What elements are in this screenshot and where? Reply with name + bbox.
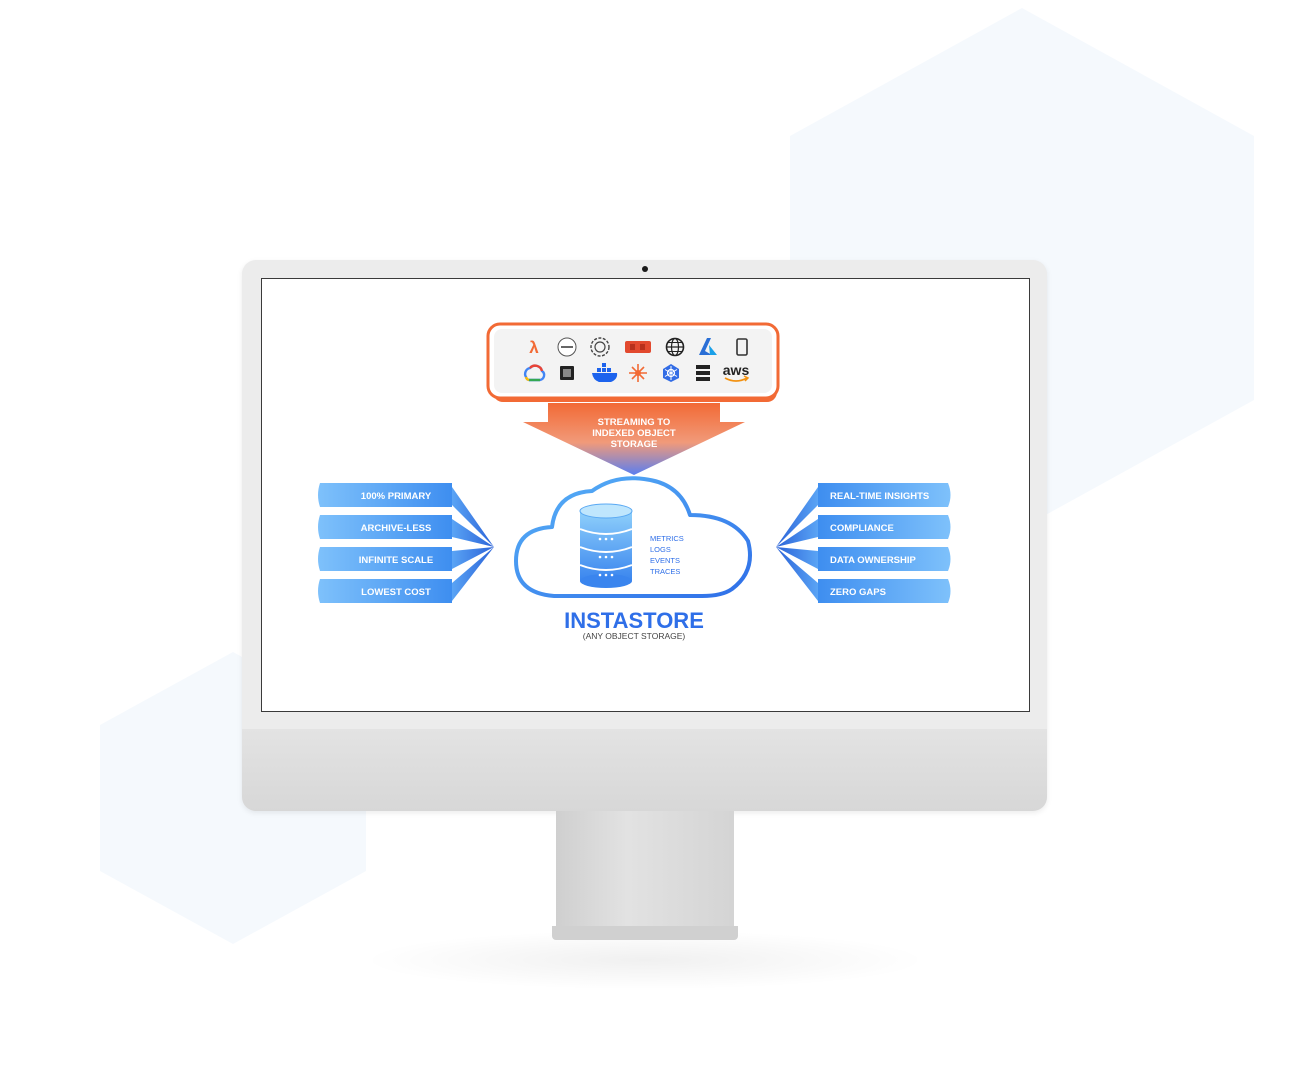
spark-icon [629,364,647,382]
arrow-label-line2: INDEXED OBJECT [592,428,676,439]
aws-label: aws [723,362,750,378]
feature-banner-right: ZERO GAPS [818,579,951,603]
streaming-arrow: STREAMING TO INDEXED OBJECT STORAGE [523,403,745,475]
data-type-label: LOGS [650,545,671,554]
data-types-list: METRICS LOGS EVENTS TRACES [650,534,684,576]
feature-banner-right: REAL-TIME INSIGHTS [818,483,951,507]
arrow-label-line1: STREAMING TO [598,417,671,428]
globe-icon [665,337,685,357]
gcp-icon [523,364,546,382]
feature-label: REAL-TIME INSIGHTS [830,491,929,502]
feature-label: COMPLIANCE [830,523,894,534]
kubernetes-icon [663,364,679,382]
monitor-stand-base [552,926,738,940]
chip-icon [560,366,574,380]
lambda-icon: λ [529,338,539,357]
api-icon [590,337,610,357]
docker-icon [592,363,618,382]
arrow-label-line3: STORAGE [611,439,658,450]
svg-text:λ: λ [529,338,539,357]
vmware-icon [557,337,577,357]
cloud-icon [514,476,752,598]
feature-label: LOWEST COST [361,587,431,598]
floor-shadow [360,930,930,990]
feature-banner-left: 100% PRIMARY [318,483,452,507]
monitor-stand [556,811,734,929]
data-type-label: METRICS [650,534,684,543]
server-icon [696,365,710,381]
database-icon [579,503,633,588]
feature-label: INFINITE SCALE [359,555,433,566]
feature-banner-left: INFINITE SCALE [318,547,452,571]
left-features: 100% PRIMARY ARCHIVE-LESS INFINITE SCALE… [318,483,494,603]
feature-banner-left: LOWEST COST [318,579,452,603]
feature-banner-right: COMPLIANCE [818,515,951,539]
instastore-diagram: λ [318,322,951,641]
feature-banner-right: DATA OWNERSHIP [818,547,951,571]
product-subtitle: (ANY OBJECT STORAGE) [583,631,686,641]
feature-banner-left: ARCHIVE-LESS [318,515,452,539]
mobile-icon [736,338,748,356]
right-features: REAL-TIME INSIGHTS COMPLIANCE DATA OWNER… [776,483,951,603]
feature-label: ARCHIVE-LESS [361,523,432,534]
feature-label: ZERO GAPS [830,587,886,598]
monitor-chin [242,729,1047,811]
aws-icon: aws [723,362,750,382]
kafka-icon [625,341,651,353]
monitor: λ [242,260,1047,811]
monitor-screen: λ [261,278,1030,712]
product-name: INSTASTORE [564,608,704,633]
data-type-label: TRACES [650,567,680,576]
feature-label: 100% PRIMARY [361,491,432,502]
data-type-label: EVENTS [650,556,680,565]
webcam [642,266,648,272]
feature-label: DATA OWNERSHIP [830,555,917,566]
azure-icon [699,338,717,355]
